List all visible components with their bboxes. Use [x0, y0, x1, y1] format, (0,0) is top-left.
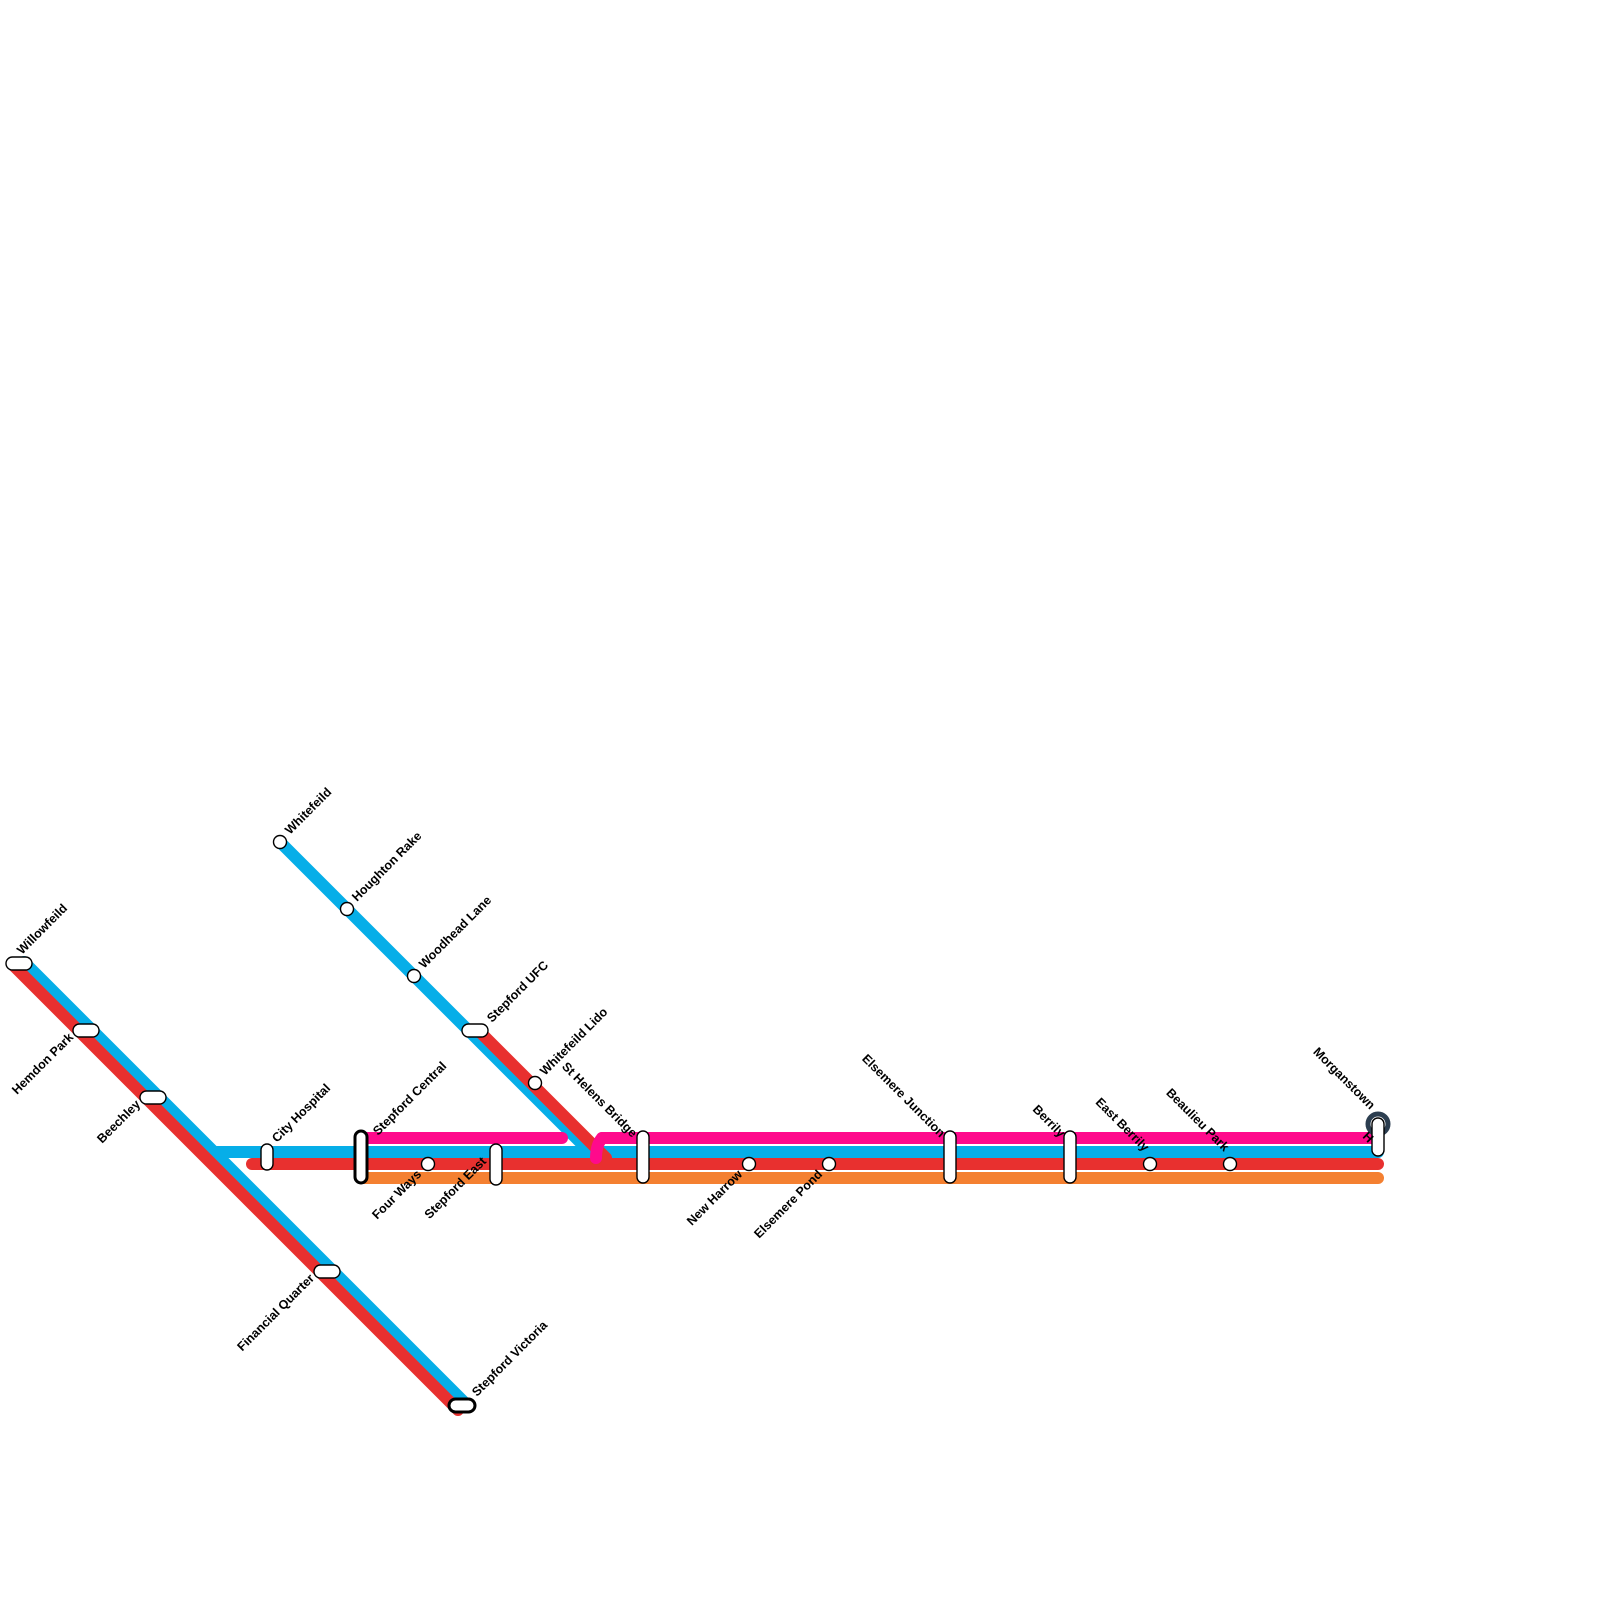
station-marker-houghton-rake[interactable] — [339, 901, 355, 917]
red-line-diagonal — [8, 960, 464, 1416]
station-marker-east-berrily[interactable] — [1142, 1156, 1158, 1172]
label-stepford-victoria: Stepford Victoria — [469, 1317, 551, 1399]
station-marker-elsemere-pond[interactable] — [821, 1156, 837, 1172]
station-marker-new-harrow[interactable] — [741, 1156, 757, 1172]
station-marker-stepford-ufc[interactable] — [461, 1023, 489, 1038]
label-financial-quarter: Financial Quarter — [235, 1271, 318, 1354]
label-beechley: Beechley — [94, 1097, 143, 1146]
station-marker-morganstown[interactable] — [1371, 1117, 1385, 1157]
red-line-ufc-branch — [472, 1024, 612, 1164]
station-marker-four-ways[interactable] — [420, 1156, 436, 1172]
station-marker-beaulieu-park[interactable] — [1222, 1156, 1238, 1172]
pink-line-link — [590, 1132, 608, 1164]
label-willowfeild: Willowfeild — [14, 901, 70, 957]
station-marker-whitefeild[interactable] — [272, 834, 288, 850]
label-whitefeild: Whitefeild — [282, 785, 334, 837]
station-marker-city-hospital[interactable] — [260, 1143, 274, 1171]
label-woodhead-lane: Woodhead Lane — [416, 893, 494, 971]
blue-line-whitefeild-branch — [274, 836, 596, 1158]
station-marker-stepford-victoria[interactable] — [447, 1397, 477, 1414]
station-marker-berrily[interactable] — [1063, 1130, 1077, 1184]
station-marker-financial-quarter[interactable] — [313, 1264, 341, 1279]
station-markers — [5, 834, 1391, 1414]
label-stepford-ufc: Stepford UFC — [484, 958, 551, 1025]
label-hemdon-park: Hemdon Park — [9, 1030, 76, 1097]
station-marker-willowfeild[interactable] — [5, 956, 33, 971]
label-elsemere-junction: Elsemere Junction — [859, 1052, 947, 1140]
label-east-berrily: East Berrily — [1093, 1095, 1152, 1154]
station-marker-stepford-east[interactable] — [489, 1143, 503, 1186]
station-marker-hemdon-park[interactable] — [72, 1023, 100, 1038]
label-houghton-rake: Houghton Rake — [349, 829, 424, 904]
label-city-hospital: City Hospital — [269, 1081, 333, 1145]
blue-line-diagonal — [18, 956, 473, 1411]
label-stepford-central: Stepford Central — [370, 1059, 449, 1138]
label-morganstown: Morganstown — [1310, 1045, 1377, 1112]
route-lines — [8, 836, 1384, 1416]
station-marker-st-helens-bridge[interactable] — [636, 1130, 650, 1184]
station-marker-whitefeild-lido[interactable] — [527, 1075, 543, 1091]
station-marker-woodhead-lane[interactable] — [406, 968, 422, 984]
station-marker-beechley[interactable] — [139, 1090, 167, 1105]
station-marker-elsemere-junction[interactable] — [943, 1130, 957, 1184]
station-labels: Willowfeild Hemdon Park Beechley Financi… — [9, 785, 1378, 1399]
station-marker-stepford-central[interactable] — [353, 1129, 369, 1185]
